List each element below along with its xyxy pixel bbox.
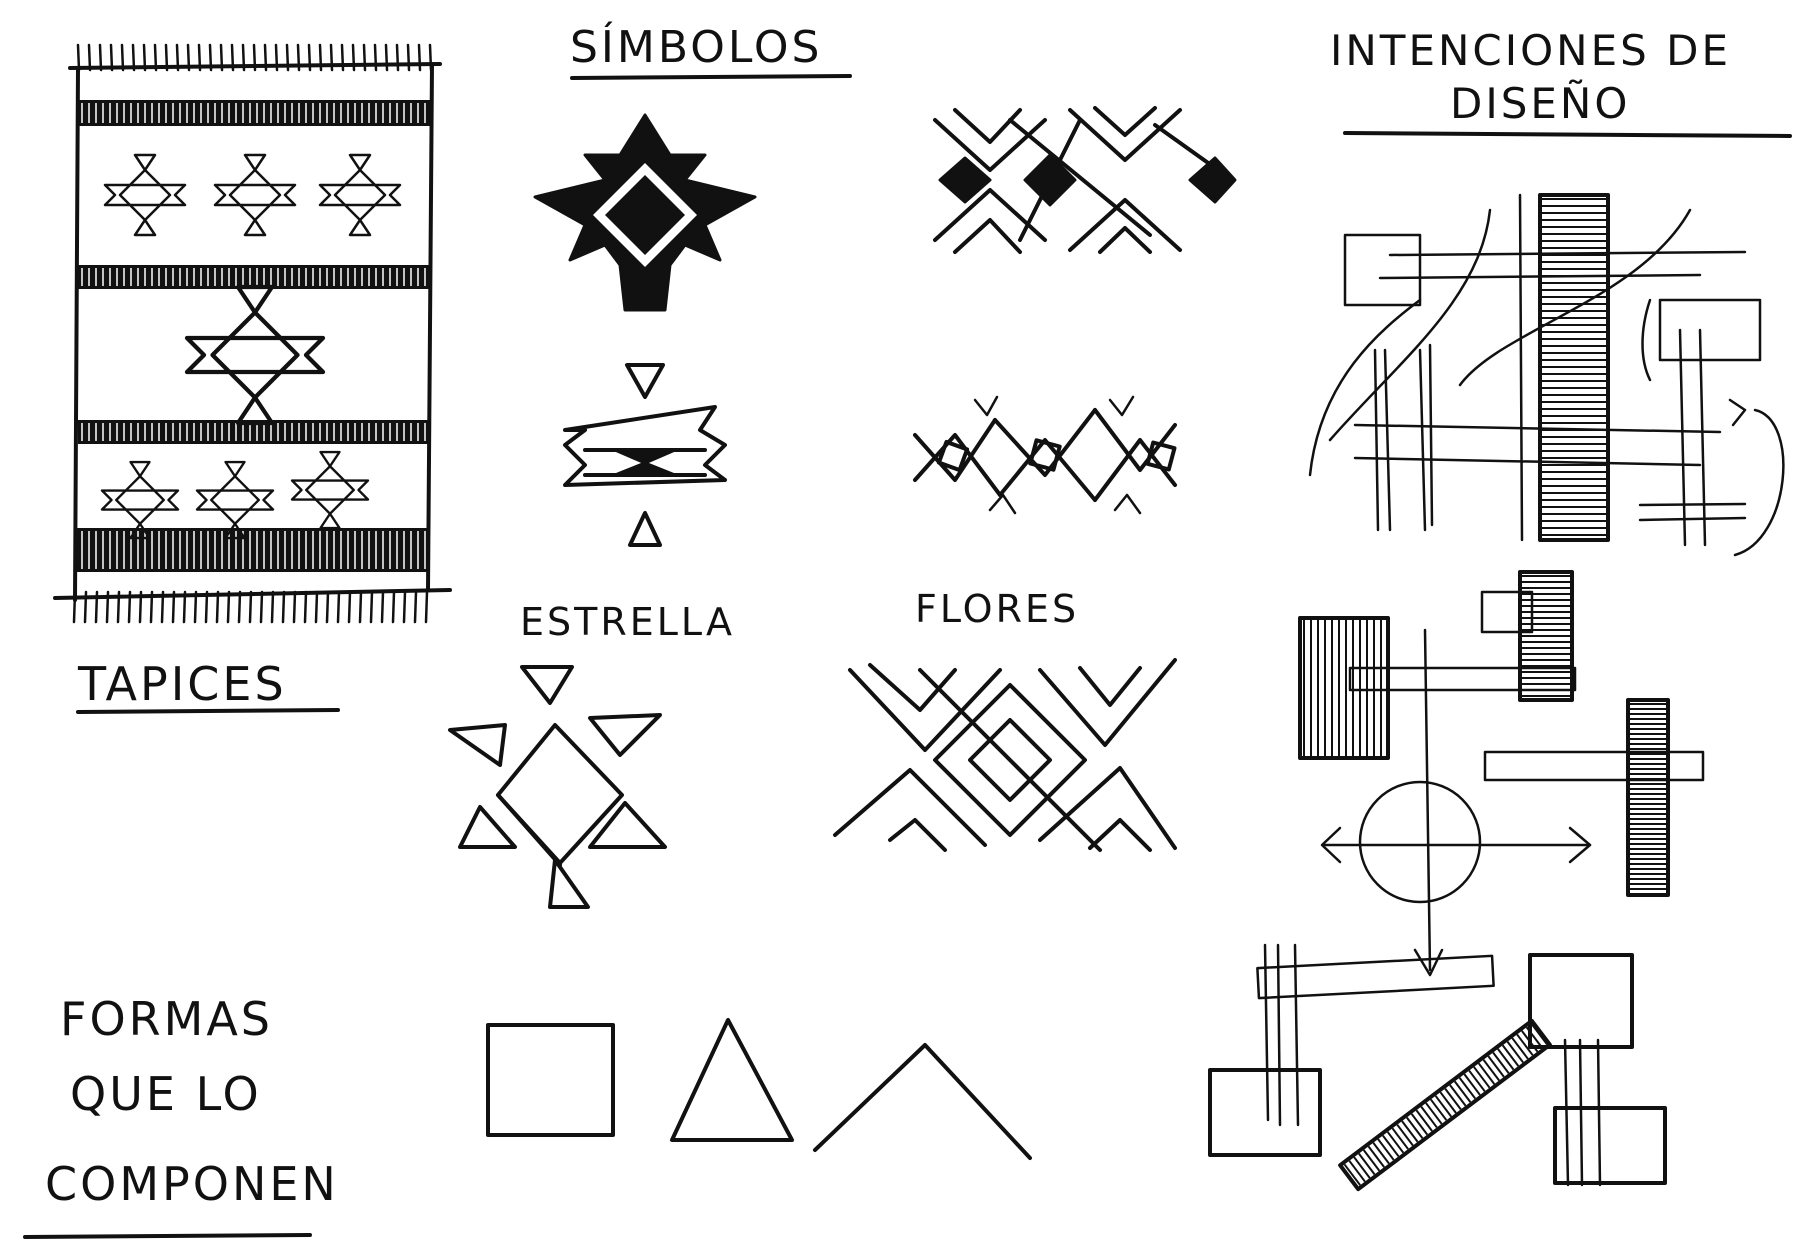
square-shape-icon [488, 1025, 613, 1135]
simbolos-title: SÍMBOLOS [570, 20, 822, 73]
formas-label-line1: FORMAS [60, 992, 273, 1046]
rug-motif [215, 155, 295, 235]
rug-motif [197, 462, 273, 538]
rug-motif [102, 462, 178, 538]
flower-symbol-outline-icon [915, 397, 1175, 513]
rug-band [76, 528, 428, 572]
rug-motif [105, 155, 185, 235]
triangle-shape-icon [672, 1020, 792, 1140]
chevron-shape-icon [815, 1045, 1030, 1158]
rug-motif [320, 155, 400, 235]
rug-motif [292, 452, 368, 528]
star-symbol-large-icon [450, 667, 665, 907]
estrella-label: ESTRELLA [520, 600, 735, 644]
star-symbol-outline-icon [565, 365, 725, 545]
tapices-label: TAPICES [77, 657, 287, 711]
intenciones-title-line1: INTENCIONES DE [1330, 26, 1731, 75]
formas-label-line2: QUE LO [70, 1067, 262, 1121]
flores-label: FLORES [915, 587, 1079, 631]
flower-symbol-large-icon [835, 660, 1175, 850]
tapestry-rug-icon [55, 45, 450, 622]
design-intention-sketch-icon [1210, 195, 1783, 1189]
intenciones-title-line2: DISEÑO [1450, 78, 1630, 128]
flower-symbol-filled-icon [935, 108, 1235, 252]
formas-label-line3: COMPONEN [45, 1157, 339, 1211]
star-symbol-filled-icon [535, 115, 755, 310]
rug-motif [187, 287, 323, 423]
